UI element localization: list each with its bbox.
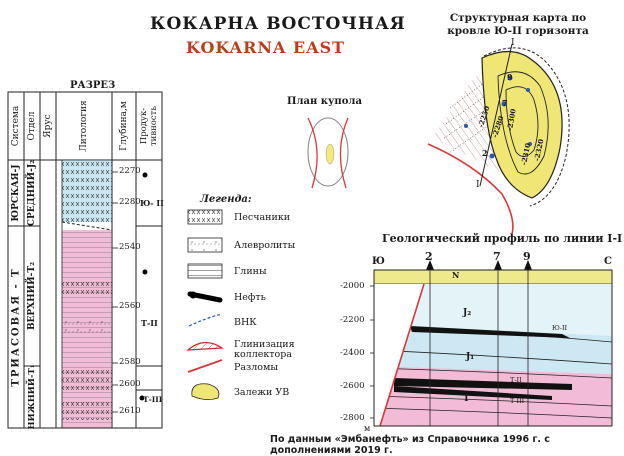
depth-label: 2580 bbox=[119, 357, 141, 367]
line-label: I bbox=[511, 38, 515, 48]
well-label: 7 bbox=[502, 98, 508, 108]
legend-label-siltstone: Алевролиты bbox=[234, 240, 296, 251]
header-dept: Отдел bbox=[27, 111, 37, 141]
profile-horizon-label: Ю-II bbox=[552, 324, 568, 332]
depth-label: 2610 bbox=[119, 406, 141, 416]
header-system: Система bbox=[11, 105, 21, 147]
depth-label: 2560 bbox=[119, 301, 141, 311]
horizon-label: Т-III bbox=[143, 395, 163, 404]
profile-unit: м bbox=[364, 424, 371, 433]
profile-depth-tick: -2200 bbox=[340, 315, 365, 325]
page-subtitle: KOKARNA EAST bbox=[186, 38, 346, 57]
legend-label-owc: ВНК bbox=[234, 317, 257, 328]
dome-plan bbox=[307, 117, 349, 189]
profile-horizon-label: Т-II bbox=[510, 376, 522, 384]
depth-label: 2540 bbox=[119, 242, 141, 252]
legend-label-oil: Нефть bbox=[234, 292, 266, 303]
section-title: РАЗРЕЗ bbox=[70, 80, 116, 91]
profile-depth-tick: -2800 bbox=[340, 413, 365, 423]
profile-depth-tick: -2600 bbox=[340, 381, 365, 391]
oil-indicator bbox=[139, 395, 145, 401]
dept-upper: ВЕРХНИЙ-T₂ bbox=[27, 261, 37, 331]
oil-indicator bbox=[142, 172, 148, 178]
well-label: 2 bbox=[482, 148, 488, 158]
geological-profile bbox=[370, 260, 613, 427]
header-depth: Глубина,м bbox=[119, 101, 129, 151]
profile-dir-north: С bbox=[604, 256, 612, 267]
structural-map-title: Структурная карта по кровле Ю-II горизон… bbox=[447, 12, 589, 37]
footer-source: По данным «Эмбанефть» из Справочника 199… bbox=[270, 434, 550, 456]
profile-well-label: 2 bbox=[425, 250, 433, 263]
profile-layer-label: J₂ bbox=[463, 308, 472, 318]
depth-label: 2270 bbox=[119, 166, 141, 176]
profile-dir-south: Ю bbox=[372, 256, 385, 267]
header-stage: Ярус bbox=[43, 114, 53, 138]
legend-symbols bbox=[186, 209, 224, 400]
profile-layer-label: N bbox=[452, 270, 460, 280]
profile-title: Геологический профиль по линии I-I bbox=[382, 232, 623, 245]
header-productivity: Продук-тивность bbox=[139, 105, 159, 147]
profile-well-label: 7 bbox=[493, 250, 501, 263]
dept-middle: СРЕДНИЙ-J₂ bbox=[27, 159, 37, 227]
well-label: 9 bbox=[507, 72, 513, 82]
profile-depth-tick: -2400 bbox=[340, 348, 365, 358]
profile-layer-label: T bbox=[463, 394, 470, 404]
depth-label: 2600 bbox=[119, 379, 141, 389]
dept-lower: НИЖНИЙ-T₁ bbox=[27, 364, 37, 430]
structural-map bbox=[427, 43, 570, 235]
legend-title: Легенда: bbox=[200, 194, 252, 205]
profile-layer-label: J₁ bbox=[466, 352, 475, 362]
header-lithology: Литология bbox=[79, 100, 89, 152]
depth-label: 2280 bbox=[119, 197, 141, 207]
legend-label-faults: Разломы bbox=[234, 362, 278, 373]
legend-label-clay-reservoir: Глинизация коллектора bbox=[234, 339, 295, 360]
legend-label-clay: Глины bbox=[234, 266, 267, 277]
profile-horizon-label: Т-III bbox=[510, 397, 525, 405]
horizon-label: Ю- II bbox=[140, 198, 164, 208]
plan-title: План купола bbox=[287, 96, 362, 107]
oil-indicator bbox=[142, 269, 148, 275]
line-label: I bbox=[476, 180, 480, 190]
horizon-label: Т-II bbox=[141, 318, 158, 328]
legend-label-sandstone: Песчаники bbox=[234, 212, 291, 223]
system-triassic: ТРИАСОВАЯ - Т bbox=[10, 267, 22, 387]
system-jurassic: ЮРСКАЯ-J bbox=[11, 164, 21, 222]
profile-depth-tick: -2000 bbox=[340, 281, 365, 291]
legend-label-hydrocarbons: Залежи УВ bbox=[234, 387, 290, 398]
page-title: КОКАРНА ВОСТОЧНАЯ bbox=[150, 14, 406, 34]
profile-well-label: 9 bbox=[523, 250, 531, 263]
